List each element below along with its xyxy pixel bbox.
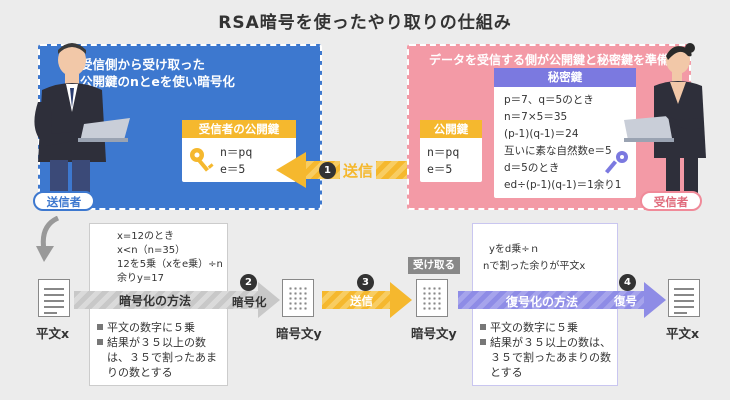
private-line: d＝5のとき (504, 162, 560, 174)
receiver-public-key-card: 公開鍵 n＝pq e＝5 (420, 120, 482, 182)
key-icon (190, 148, 214, 172)
sender-message-line1: 受信側から受け取った (80, 57, 206, 72)
sender-label: 送信者 (33, 191, 95, 211)
step-1-badge: 1 (319, 162, 336, 179)
private-line: p＝7、q＝5のとき (504, 94, 594, 106)
private-line: 互いに素な自然数e＝5 (504, 145, 612, 157)
bullet-marker (480, 339, 486, 345)
decryption-example: yをd乗÷ｎ nで割った余りが平文x (483, 241, 585, 275)
ciphertext-document-icon (282, 279, 314, 317)
step-2-badge: 2 (240, 274, 257, 291)
encryption-bullet: 平文の数字に５乗 (97, 320, 225, 335)
encryption-bullets: 平文の数字に５乗 結果が３５以上の数は、３５で割ったあまりの数とする (97, 320, 225, 380)
ciphertext-receiver-caption: 暗号文y (411, 326, 457, 341)
decryption-method-title: 復号化の方法 (506, 295, 579, 309)
decrypt-arrow-head (644, 282, 666, 318)
send-step-label: 送信 (340, 160, 377, 181)
receiver-n-line: n＝pq (427, 145, 460, 159)
step-3-badge: 3 (357, 274, 374, 291)
step-4-badge: 4 (619, 274, 636, 291)
encrypt-arrow-body (74, 291, 260, 309)
step-4-label: 復号 (614, 294, 637, 308)
decryption-example-line: nで割った余りが平文x (483, 261, 586, 272)
private-line: n＝7×5＝35 (504, 111, 568, 123)
send-arrow-3-head (390, 282, 412, 318)
encryption-example-line: 12を5乗（xをe乗）÷n (117, 259, 223, 270)
decrypt-arrow-body (458, 291, 646, 309)
receiver-public-key-title: 公開鍵 (420, 120, 482, 138)
plaintext-left-caption: 平文x (36, 326, 70, 341)
sender-n-line: n＝pq (220, 145, 253, 159)
bullet-marker (480, 324, 486, 330)
decryption-bullet: 結果が３５以上の数は、３５で割ったあまりの数とする (480, 335, 614, 380)
decrypted-plaintext-document-icon (668, 279, 700, 317)
bullet-marker (97, 324, 103, 330)
private-key-lines: p＝7、q＝5のとき n＝7×5＝35 (p-1)(q-1)＝24 互いに素な自… (504, 92, 621, 194)
send-arrow-3-body (322, 291, 392, 309)
encryption-example-line: x=12のとき (117, 231, 175, 242)
sender-person-illustration (34, 43, 130, 204)
decryption-bullet: 平文の数字に５乗 (480, 320, 614, 335)
plaintext-document-icon (38, 279, 70, 317)
private-line: ed÷(p-1)(q-1)＝1余り1 (504, 179, 622, 191)
decryption-example-line: yをd乗÷ｎ (489, 244, 540, 255)
private-line: (p-1)(q-1)＝24 (504, 128, 579, 140)
step-2-label: 暗号化 (232, 295, 267, 309)
encryption-bullet: 結果が３５以上の数は、３５で割ったあまりの数とする (97, 335, 225, 380)
receive-badge: 受け取る (408, 257, 460, 274)
step-3-label: 送信 (350, 294, 373, 308)
page-title: RSA暗号を使ったやり取りの仕組み (218, 13, 512, 33)
receiver-e-line: e＝5 (427, 162, 453, 176)
receiver-person-illustration (624, 43, 706, 204)
ciphertext-sender-caption: 暗号文y (276, 326, 322, 341)
private-key-card: 秘密鍵 p＝7、q＝5のとき n＝7×5＝35 (p-1)(q-1)＝24 互い… (494, 68, 636, 198)
encrypt-arrow-head (258, 282, 280, 318)
encryption-example: x=12のとき x<n（n=35） 12を5乗（xをe乗）÷n 余りy=17 (117, 230, 223, 286)
encryption-example-line: 余りy=17 (117, 273, 165, 284)
receiver-header: データを受信する側が公開鍵と秘密鍵を準備 (428, 53, 669, 67)
sender-message-line2: 公開鍵のnとeを使い暗号化 (80, 74, 235, 89)
send-arrow-head (276, 152, 306, 188)
received-ciphertext-document-icon (416, 279, 448, 317)
sender-public-key-title: 受信者の公開鍵 (182, 120, 296, 138)
bullet-marker (97, 339, 103, 345)
sender-public-key-card: 受信者の公開鍵 n＝pq e＝5 (182, 120, 296, 182)
plaintext-right-caption: 平文x (666, 326, 700, 341)
private-key-title: 秘密鍵 (494, 68, 636, 87)
encryption-example-line: x<n（n=35） (117, 245, 186, 256)
encryption-method-title: 暗号化の方法 (119, 294, 192, 308)
sender-e-line: e＝5 (220, 162, 246, 176)
receiver-label: 受信者 (640, 191, 702, 211)
private-key-icon (604, 151, 628, 174)
sender-message: 受信側から受け取った 公開鍵のnとeを使い暗号化 (80, 56, 318, 90)
decryption-bullets: 平文の数字に５乗 結果が３５以上の数は、３５で割ったあまりの数とする (480, 320, 614, 380)
curved-down-arrow (36, 216, 60, 262)
